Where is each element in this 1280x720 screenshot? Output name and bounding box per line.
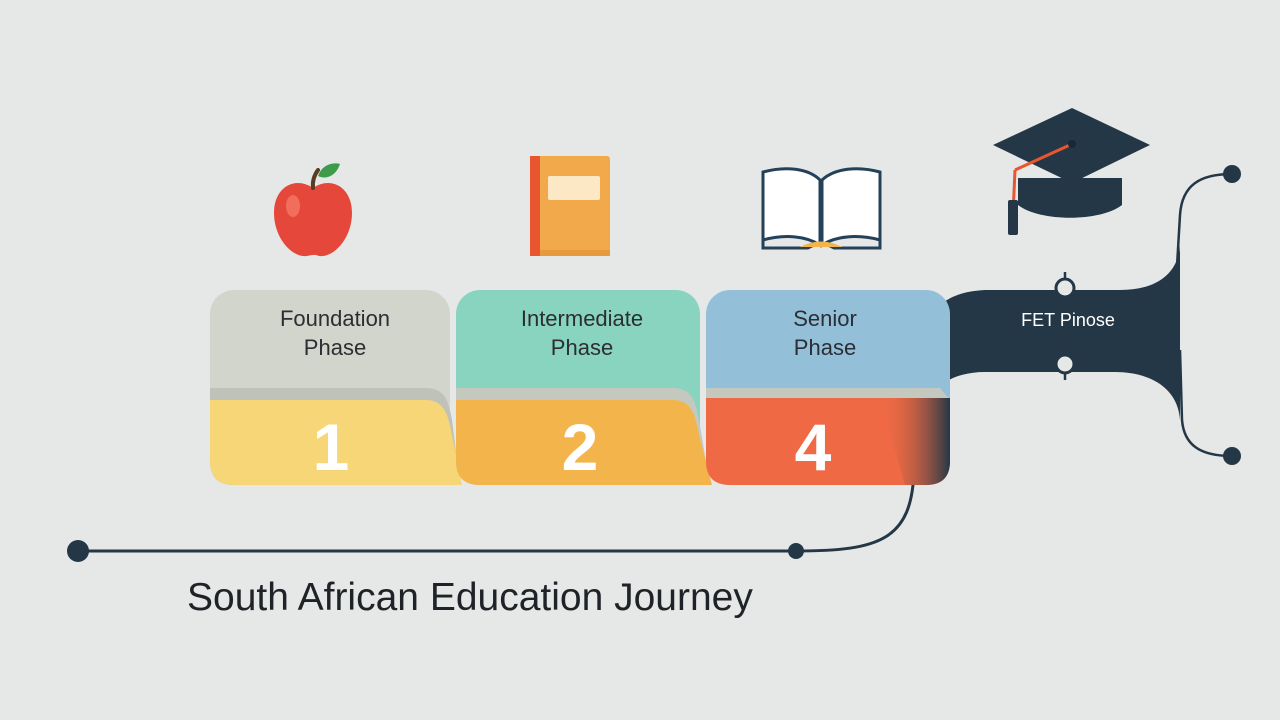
apple-icon (274, 163, 352, 257)
graduation-cap-icon (993, 108, 1150, 235)
phase-3-label: Senior Phase (793, 306, 857, 360)
fet-branches (1173, 165, 1241, 465)
phase-card-3 (706, 290, 950, 485)
fet-phase-label: FET Pinose (1021, 310, 1115, 330)
phase-1-number: 1 (312, 410, 350, 484)
branch-bottom-dot (1223, 447, 1241, 465)
phase-1-label: Foundation Phase (279, 306, 391, 360)
timeline-start-dot (67, 540, 89, 562)
phase-card-1 (210, 290, 462, 485)
diagram-title: South African Education Journey (187, 576, 753, 619)
phase-2-label: Intermediate Phase (520, 306, 644, 360)
closed-book-icon (530, 156, 610, 256)
fet-bottom-node (1054, 353, 1076, 375)
branch-top-dot (1223, 165, 1241, 183)
phase-3-number: 4 (794, 410, 832, 484)
fet-top-node (1054, 277, 1076, 299)
fet-phase-banner (918, 245, 1180, 420)
open-book-icon (761, 167, 882, 250)
phase-2-number: 2 (561, 410, 599, 484)
timeline-mid-dot (788, 543, 804, 559)
phase-card-2 (456, 290, 712, 485)
